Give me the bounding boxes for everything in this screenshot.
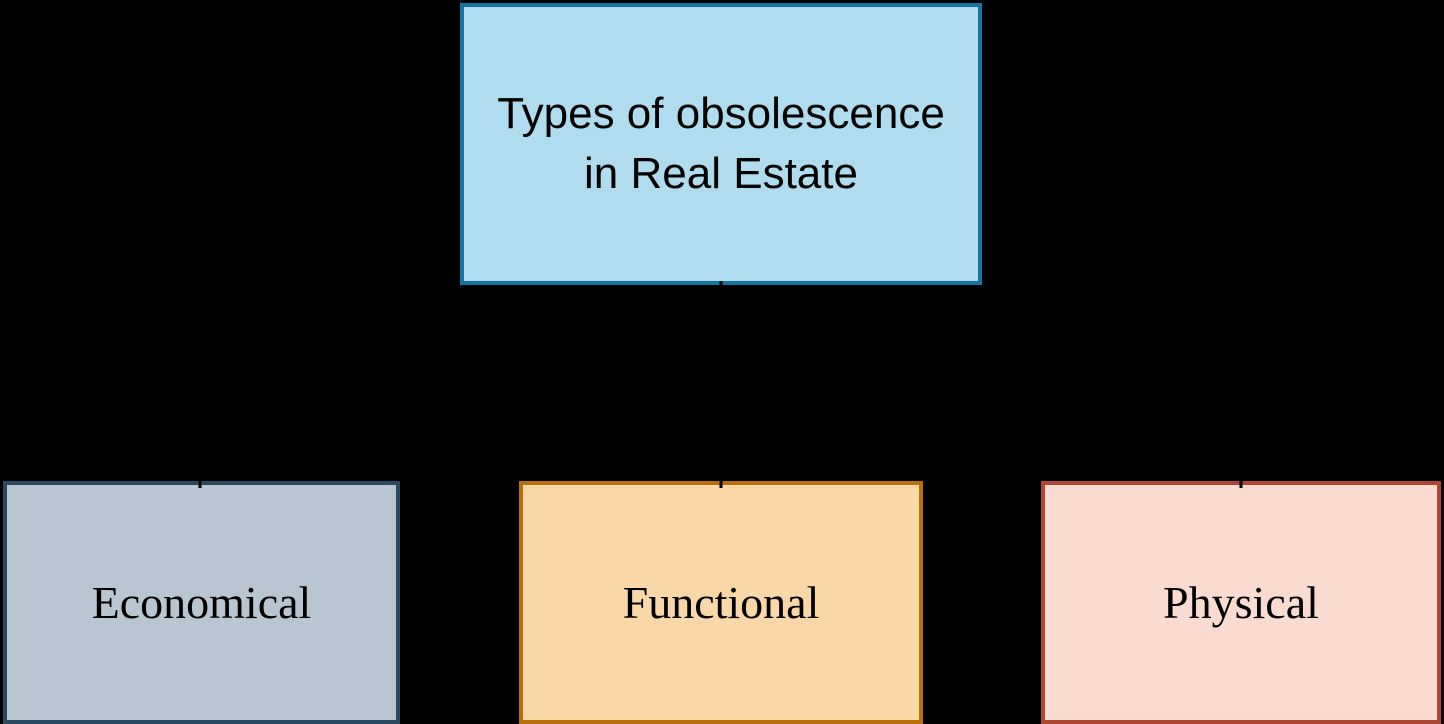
node-label: Functional xyxy=(622,577,820,628)
node-physical: Physical xyxy=(1041,481,1441,724)
node-label: Physical xyxy=(1163,577,1319,628)
node-types-of-obsolescence: Types of obsolescence in Real Estate xyxy=(460,3,982,285)
node-functional: Functional xyxy=(519,481,923,724)
node-economical: Economical xyxy=(3,481,400,724)
node-label: Economical xyxy=(91,577,312,628)
node-label: Types of obsolescence in Real Estate xyxy=(497,89,945,198)
connector-root-to-physical xyxy=(719,281,1243,488)
connector-root-to-economical xyxy=(198,281,723,488)
